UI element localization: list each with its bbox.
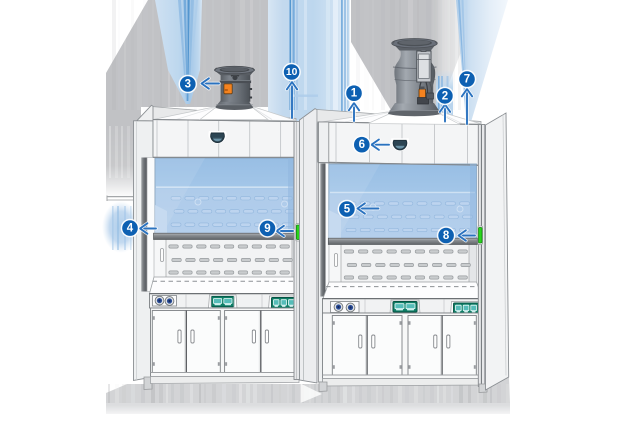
svg-text:10: 10: [286, 67, 298, 78]
svg-text:5: 5: [344, 204, 351, 216]
svg-text:7: 7: [464, 74, 470, 86]
svg-text:8: 8: [443, 230, 450, 242]
svg-text:3: 3: [185, 79, 191, 91]
svg-text:6: 6: [359, 139, 365, 151]
svg-text:4: 4: [127, 223, 134, 235]
svg-text:9: 9: [264, 223, 270, 235]
svg-text:1: 1: [351, 88, 358, 100]
svg-text:2: 2: [442, 90, 448, 102]
